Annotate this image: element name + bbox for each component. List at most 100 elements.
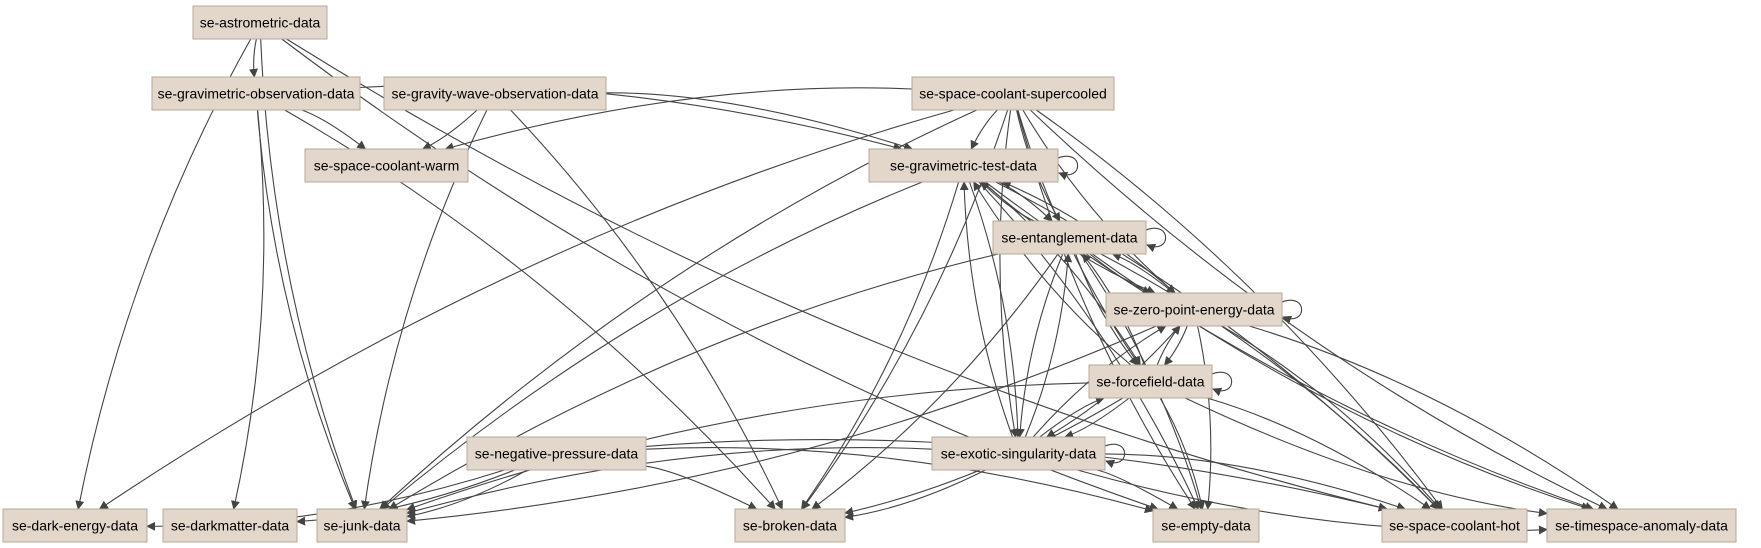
node-se-negative-pressure-data: se-negative-pressure-data (466, 436, 647, 471)
node-box (162, 508, 298, 543)
node-label: se-timespace-anomaly-data (1555, 518, 1728, 534)
node-se-astrometric-data: se-astrometric-data (192, 5, 328, 40)
node-label: se-gravimetric-test-data (890, 158, 1037, 174)
node-box (1088, 364, 1213, 399)
node-box (383, 76, 607, 111)
node-box (151, 76, 361, 111)
node-se-darkmatter-data: se-darkmatter-data (162, 508, 298, 543)
edge-zero-point-to-empty (1197, 325, 1214, 510)
node-label: se-gravimetric-observation-data (158, 86, 355, 102)
node-label: se-broken-data (743, 518, 837, 534)
node-box (192, 5, 328, 40)
node-se-space-coolant-supercooled: se-space-coolant-supercooled (911, 76, 1115, 111)
edge-exotic-to-forcefield (1039, 396, 1105, 438)
edge-negative-pressure-to-junk (406, 469, 528, 520)
node-box (868, 148, 1059, 183)
edge-coolant-super-to-coolant-warm (444, 87, 913, 152)
edge-coolant-super-to-timespace (1029, 109, 1608, 510)
node-label: se-forcefield-data (1096, 374, 1204, 390)
edge-zero-point-to-entanglement (1111, 252, 1175, 294)
node-box (1105, 292, 1283, 327)
edge-exotic-to-exotic (1104, 443, 1126, 469)
edge-zero-point-to-timespace (1248, 325, 1619, 510)
edge-coolant-super-to-coolant-hot (1035, 109, 1443, 510)
node-label: se-dark-energy-data (12, 518, 138, 534)
edge-entanglement-to-exotic (1015, 253, 1064, 438)
edge-zero-point-to-zero-point (1281, 299, 1303, 325)
edge-zero-point-to-junk (406, 325, 1157, 525)
node-box (1152, 508, 1260, 543)
node-label: se-space-coolant-hot (1389, 518, 1520, 534)
node-se-space-coolant-warm: se-space-coolant-warm (304, 148, 469, 183)
node-se-dark-energy-data: se-dark-energy-data (2, 508, 148, 543)
node-se-space-coolant-hot: se-space-coolant-hot (1381, 508, 1528, 543)
node-box (316, 508, 408, 543)
node-se-zero-point-energy-data: se-zero-point-energy-data (1105, 292, 1283, 327)
node-label: se-space-coolant-warm (314, 158, 460, 174)
edge-gravimetric-obs-to-coolant-warm (301, 109, 367, 150)
node-label: se-exotic-singularity-data (941, 446, 1097, 462)
edge-forcefield-to-timespace (1184, 397, 1548, 517)
node-box (304, 148, 469, 183)
edge-entanglement-to-entanglement (1145, 227, 1167, 253)
node-label: se-zero-point-energy-data (1113, 302, 1274, 318)
edge-grav-test-to-grav-test (1057, 155, 1079, 181)
edge-forcefield-to-empty (1159, 397, 1206, 510)
edge-entanglement-to-broken (811, 253, 1059, 510)
edge-coolant-super-to-dark-energy (98, 109, 955, 510)
node-box (1381, 508, 1528, 543)
edge-forcefield-to-grav-test (973, 181, 1132, 366)
node-box (466, 436, 647, 471)
edge-zero-point-to-coolant-hot (1221, 325, 1441, 510)
nodes-layer: se-astrometric-data se-gravimetric-observ… (2, 5, 1737, 543)
node-se-exotic-singularity-data: se-exotic-singularity-data (931, 436, 1106, 471)
edge-gravimetric-obs-to-junk (256, 109, 356, 510)
edge-grav-test-to-junk (381, 181, 923, 510)
node-box (911, 76, 1115, 111)
edge-forcefield-to-coolant-hot (1206, 397, 1432, 510)
edge-forcefield-to-exotic (1064, 397, 1130, 439)
edge-coolant-super-to-zero-point (1022, 109, 1176, 294)
node-box (734, 508, 846, 543)
edge-forcefield-to-junk (406, 382, 1090, 512)
node-se-empty-data: se-empty-data (1152, 508, 1260, 543)
edge-forcefield-to-forcefield (1211, 371, 1233, 397)
edge-grav-test-to-exotic (968, 181, 1023, 438)
edge-forcefield-to-zero-point (1156, 325, 1181, 366)
node-se-gravimetric-test-data: se-gravimetric-test-data (868, 148, 1059, 183)
edge-grav-test-to-forcefield (982, 181, 1141, 366)
node-se-forcefield-data: se-forcefield-data (1088, 364, 1213, 399)
node-se-gravimetric-observation-data: se-gravimetric-observation-data (151, 76, 361, 111)
edge-gravimetric-obs-to-darkmatter (231, 109, 265, 510)
edge-exotic-to-junk (406, 446, 933, 516)
edge-entanglement-to-forcefield (1075, 253, 1138, 366)
node-label: se-entanglement-data (1001, 230, 1137, 246)
edge-astrometric-to-gravimetric-obs (248, 38, 258, 78)
node-box (1546, 508, 1737, 543)
node-label: se-space-coolant-supercooled (919, 86, 1107, 102)
edge-negative-pressure-to-broken (645, 465, 758, 510)
node-label: se-empty-data (1161, 518, 1251, 534)
edge-exotic-to-broken (844, 469, 986, 521)
node-box (2, 508, 148, 543)
edge-exotic-to-empty (1096, 469, 1179, 510)
edge-negative-pressure-to-empty (645, 447, 1154, 514)
node-box (931, 436, 1106, 471)
edge-entanglement-to-grav-test (980, 181, 1035, 222)
node-label: se-darkmatter-data (171, 518, 289, 534)
node-se-entanglement-data: se-entanglement-data (992, 220, 1147, 255)
node-label: se-negative-pressure-data (475, 446, 639, 462)
node-label: se-astrometric-data (200, 15, 321, 31)
edges-layer (75, 38, 1619, 535)
edge-zero-point-to-forcefield (1163, 325, 1188, 366)
node-se-gravity-wave-observation-data: se-gravity-wave-observation-data (383, 76, 607, 111)
edge-gravity-wave-to-grav-test (605, 92, 914, 151)
edge-gravity-wave-to-coolant-warm (421, 109, 478, 150)
node-se-broken-data: se-broken-data (734, 508, 846, 543)
edge-exotic-to-entanglement (1024, 253, 1073, 438)
edge-exotic-to-grav-test (959, 181, 1014, 438)
edge-coolant-super-to-grav-test (970, 109, 998, 150)
edge-grav-test-to-broken (800, 181, 960, 510)
node-label: se-gravity-wave-observation-data (392, 86, 599, 102)
